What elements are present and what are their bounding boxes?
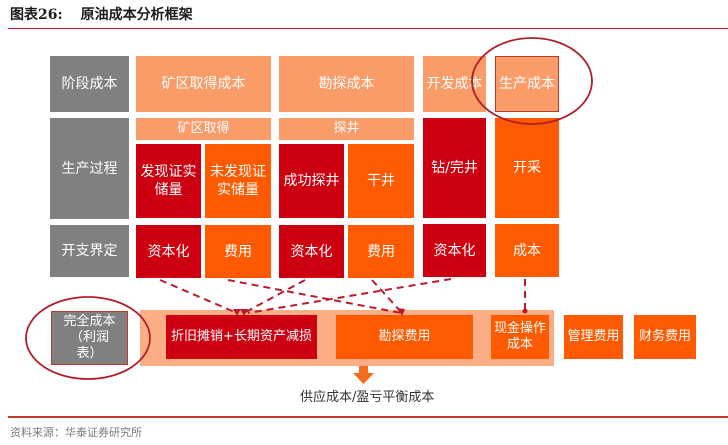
full-cost-label: 完全成本 （利润 表） xyxy=(51,311,128,365)
down-arrow-icon xyxy=(353,366,374,384)
connector-expense1-to-exploration xyxy=(227,279,402,314)
row-label-production-process: 生产过程 xyxy=(50,118,129,219)
bottom-divider xyxy=(8,416,728,418)
stage-production-cost: 生产成本 xyxy=(495,56,559,112)
expenditure-capitalized-3: 资本化 xyxy=(423,224,486,277)
expenditure-capitalized-2: 资本化 xyxy=(279,225,344,278)
expenditure-cost: 成本 xyxy=(495,224,559,277)
process-drill-complete: 钻/完井 xyxy=(423,118,486,218)
figure-caption: 原油成本分析框架 xyxy=(80,7,193,23)
figure-title: 图表26: 原油成本分析框架 xyxy=(10,4,193,26)
process-proved-reserves: 发现证实储量 xyxy=(136,144,201,218)
figure-number: 图表26: xyxy=(10,7,63,23)
process-unproved-reserves: 未发现证实储量 xyxy=(205,144,271,218)
process-dry-well: 干井 xyxy=(348,144,414,218)
full-cost-label-line1: 完全成本 xyxy=(63,314,116,329)
process-extraction: 开采 xyxy=(495,118,559,218)
connector-expense2-to-exploration xyxy=(371,279,403,314)
row-label-stage-cost: 阶段成本 xyxy=(50,56,129,112)
expenditure-expense-2: 费用 xyxy=(348,225,414,278)
expenditure-expense-1: 费用 xyxy=(205,225,271,278)
full-cost-label-line3: 表） xyxy=(76,346,103,361)
row-label-expenditure-definition: 开支界定 xyxy=(50,225,129,277)
supply-breakeven-cost-label: 供应成本/盈亏平衡成本 xyxy=(300,390,435,405)
exploration-expense: 勘探费用 xyxy=(336,315,473,359)
connector-capitalized3-to-depreciation xyxy=(247,278,452,314)
stage-mine-acquisition-cost: 矿区取得成本 xyxy=(136,56,271,112)
admin-expense: 管理费用 xyxy=(564,315,623,359)
full-cost-label-line2: （利润 xyxy=(69,330,109,345)
source-note: 资料来源：华泰证券研究所 xyxy=(10,426,142,439)
top-divider xyxy=(8,28,728,29)
expenditure-capitalized-1: 资本化 xyxy=(136,225,201,278)
depreciation-impairment: 折旧摊销+长期资产减损 xyxy=(166,315,317,359)
process-successful-well: 成功探井 xyxy=(279,144,344,218)
cash-operating-cost: 现金操作成本 xyxy=(491,315,549,359)
connector-capitalized1-to-depreciation xyxy=(159,279,238,314)
process-header-mine-acquisition: 矿区取得 xyxy=(136,118,271,140)
stage-development-cost: 开发成本 xyxy=(423,56,486,112)
dashed-connectors xyxy=(159,278,526,314)
stage-exploration-cost: 勘探成本 xyxy=(279,56,414,112)
connector-capitalized2-to-depreciation xyxy=(243,279,306,314)
process-header-exploration-well: 探井 xyxy=(279,118,414,140)
financial-expense: 财务费用 xyxy=(634,315,696,359)
